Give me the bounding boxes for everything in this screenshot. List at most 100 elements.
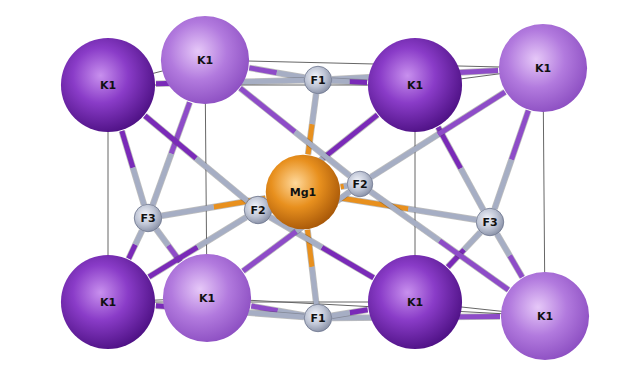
bond	[270, 217, 374, 278]
bond-half	[322, 247, 374, 277]
fluorine-atom: F1	[304, 66, 332, 94]
bond-shade	[156, 229, 168, 245]
bond-shade	[243, 231, 296, 271]
sphere-shape	[368, 255, 462, 349]
sphere-shape	[163, 254, 251, 342]
bond-shade	[332, 77, 350, 84]
atom-label: F1	[310, 313, 325, 324]
bond-half	[197, 217, 246, 247]
bond-shade	[408, 209, 476, 220]
bond	[122, 131, 144, 205]
potassium-atom: K1	[60, 37, 156, 133]
bond-shade	[307, 230, 311, 267]
atom-label: F2	[250, 205, 265, 216]
sphere-shape	[61, 255, 155, 349]
bond-shade	[122, 131, 133, 168]
bond-shade	[196, 158, 247, 201]
bond-half	[243, 231, 296, 271]
atom-label: K1	[407, 297, 423, 308]
bond-half	[156, 229, 168, 245]
magnesium-atom: Mg1	[265, 154, 341, 230]
bond-shade	[371, 192, 440, 241]
bond-shade	[510, 256, 523, 278]
bond-shade	[323, 115, 377, 158]
bond-half	[371, 135, 438, 177]
bond	[129, 231, 142, 259]
bond-shade	[495, 160, 512, 209]
bond-half	[511, 111, 528, 160]
bond-half	[341, 184, 344, 189]
bond	[438, 127, 483, 210]
bond-shade	[332, 313, 350, 316]
bond-half	[145, 116, 196, 159]
atom-label: K1	[100, 80, 116, 91]
bond	[497, 234, 522, 277]
potassium-atom: K1	[498, 23, 588, 113]
bond-shade	[249, 68, 276, 73]
fluorine-atom: F3	[476, 208, 504, 236]
sphere-shape	[368, 38, 462, 132]
atom-label: K1	[535, 63, 551, 74]
potassium-atom: K1	[367, 254, 463, 350]
sphere-shape	[266, 155, 340, 229]
potassium-atom: K1	[367, 37, 463, 133]
bond-shade	[312, 267, 316, 304]
bond-half	[408, 209, 476, 220]
bond-shade	[153, 154, 171, 205]
bond-half	[461, 168, 484, 209]
bond-shade	[312, 94, 316, 124]
bond-half	[153, 154, 171, 205]
bond-shade	[344, 183, 347, 190]
potassium-atom: K1	[60, 254, 156, 350]
bond-half	[344, 183, 347, 188]
bond-half	[350, 310, 368, 313]
bond-shade	[497, 234, 510, 256]
bond-half	[307, 230, 311, 267]
sphere-shape	[61, 38, 155, 132]
bond	[145, 116, 247, 201]
bond-shade	[461, 168, 484, 209]
bond-half	[312, 267, 316, 304]
sphere-shape	[304, 304, 331, 331]
potassium-atom: K1	[162, 253, 252, 343]
atom-label: Mg1	[290, 187, 316, 198]
bond-shade	[511, 111, 528, 160]
bond-half	[122, 131, 133, 168]
bond-half	[249, 68, 276, 73]
sphere-shape	[347, 171, 372, 196]
bond-shade	[162, 207, 214, 216]
bond	[495, 111, 529, 209]
bond	[332, 81, 367, 83]
bond-shade	[135, 231, 142, 245]
sphere-shape	[161, 16, 249, 104]
bond-shade	[371, 135, 438, 177]
bond-half	[510, 256, 523, 278]
bond-shade	[350, 78, 368, 85]
sphere-shape	[134, 204, 161, 231]
sphere-shape	[476, 208, 503, 235]
atom-label: F3	[140, 213, 155, 224]
bond-half	[135, 231, 142, 245]
atom-label: F1	[310, 75, 325, 86]
bond-half	[129, 245, 136, 259]
bond-shade	[350, 310, 368, 313]
atom-label: F2	[352, 179, 367, 190]
bond-half	[312, 94, 316, 124]
bond-shade	[464, 232, 480, 249]
bond-half	[277, 73, 304, 78]
bond-shade	[145, 116, 196, 159]
fluorine-atom: F1	[304, 304, 332, 332]
sphere-shape	[499, 24, 587, 112]
bond-shade	[197, 217, 246, 247]
potassium-atom: K1	[160, 15, 250, 105]
bond-half	[162, 207, 214, 216]
sphere-shape	[304, 66, 331, 93]
bond-shade	[129, 245, 136, 259]
bond-half	[350, 79, 368, 85]
sphere-shape	[501, 272, 589, 360]
atom-label: K1	[199, 293, 215, 304]
bond-shade	[133, 168, 144, 205]
fluorine-atom: F2	[347, 171, 373, 197]
atom-label: K1	[537, 311, 553, 322]
fluorine-atom: F3	[134, 204, 162, 232]
